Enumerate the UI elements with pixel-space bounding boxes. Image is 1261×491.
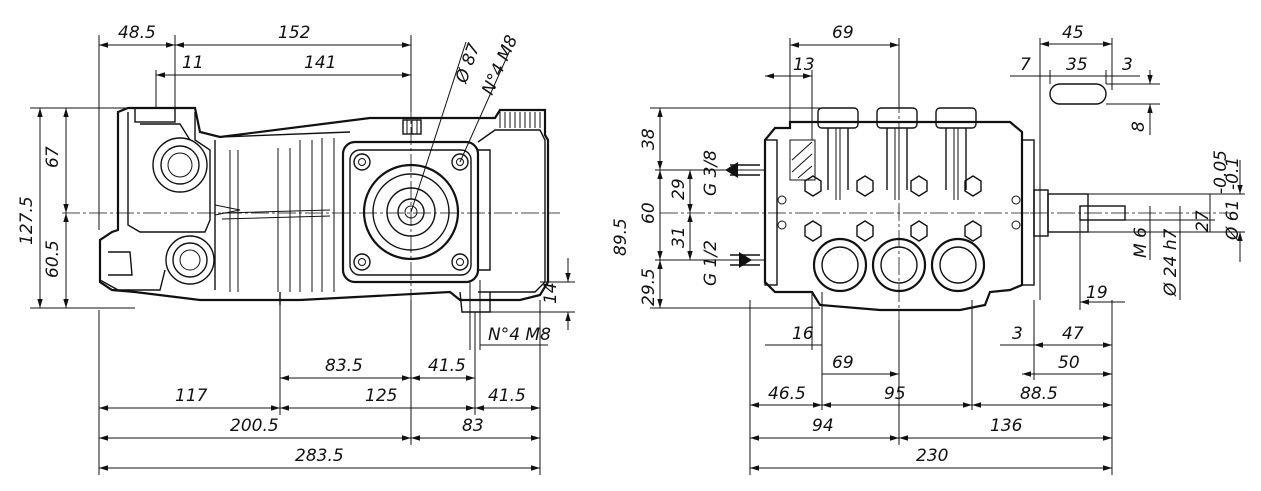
- dim-16: 16: [792, 324, 814, 344]
- dim-200-5: 200.5: [230, 416, 279, 436]
- dim-8: 8: [1129, 121, 1149, 132]
- dim-69-top: 69: [832, 23, 854, 43]
- dim-diameter-61: Ø 61: [1223, 200, 1243, 241]
- tolerance-lower: -0.1: [1223, 157, 1243, 190]
- front-view-pump-body: [725, 83, 1230, 312]
- dim-89-5: 89.5: [611, 218, 631, 256]
- dim-67: 67: [43, 146, 63, 168]
- dim-127-5: 127.5: [17, 196, 37, 245]
- side-view-foot-dimensions: 14 N°4 M8: [469, 258, 575, 350]
- dim-47: 47: [1062, 324, 1084, 344]
- front-view-left-dimensions: 38 89.5 60 29.5 29 31 G 3/8 G 1/2: [611, 107, 820, 309]
- dim-31: 31: [669, 226, 689, 248]
- dim-27: 27: [1193, 210, 1213, 232]
- dim-41-5-b: 41.5: [488, 386, 526, 406]
- dim-13: 13: [793, 55, 815, 75]
- dim-60-5: 60.5: [43, 240, 63, 278]
- dim-19: 19: [1086, 283, 1108, 303]
- dim-152: 152: [278, 23, 310, 43]
- dim-diameter-24-h7: Ø 24 h7: [1161, 228, 1181, 297]
- label-port-g-3-8: G 3/8: [701, 150, 721, 196]
- dim-14: 14: [541, 282, 561, 304]
- dim-83-5: 83.5: [325, 356, 363, 376]
- side-view-left-dimensions: 127.5 67 60.5: [17, 107, 135, 309]
- dim-60-front: 60: [639, 202, 659, 224]
- side-view-pump-body: [98, 106, 550, 313]
- dim-83: 83: [462, 416, 484, 436]
- tolerance-upper: -0.05: [1211, 150, 1231, 194]
- dim-88-5: 88.5: [1020, 384, 1058, 404]
- side-view-bottom-dimensions: 83.5 41.5 117 125 41.5 200.5 83 283.5: [98, 300, 541, 475]
- dim-117: 117: [175, 386, 208, 406]
- dim-41-5-a: 41.5: [428, 356, 466, 376]
- label-diameter-87: Ø 87: [452, 41, 485, 87]
- dim-3-bottom: 3: [1012, 324, 1023, 344]
- side-view: 48.5 152 11 141 Ø 87 N°4 M8 127.5 67 60.…: [17, 23, 575, 475]
- label-m6: M 6: [1131, 227, 1151, 258]
- dim-3-top: 3: [1122, 55, 1133, 75]
- dim-45: 45: [1062, 23, 1084, 43]
- dim-35: 35: [1066, 55, 1088, 75]
- front-view-top-dimensions: 69 13 45 7 35 3 8: [765, 23, 1160, 300]
- dim-141: 141: [304, 53, 336, 73]
- dim-48-5: 48.5: [118, 23, 156, 43]
- dim-38: 38: [639, 128, 659, 150]
- dim-283-5: 283.5: [295, 446, 344, 466]
- front-view-bottom-dimensions: 16 69 3 47 50 46.5 95 88.5 94 136: [749, 292, 1113, 475]
- label-n4-m8-foot: N°4 M8: [488, 325, 551, 345]
- dim-11: 11: [182, 53, 204, 73]
- dim-46-5: 46.5: [768, 384, 806, 404]
- dim-50: 50: [1058, 353, 1080, 373]
- front-view: 69 13 45 7 35 3 8: [611, 23, 1245, 475]
- dim-7: 7: [1020, 55, 1031, 75]
- label-port-g-1-2: G 1/2: [701, 240, 721, 286]
- dim-69-bottom: 69: [832, 353, 854, 373]
- dim-29: 29: [669, 178, 689, 200]
- dim-95: 95: [884, 384, 906, 404]
- dim-230: 230: [916, 446, 948, 466]
- label-n4-m8-top: N°4 M8: [478, 32, 522, 98]
- dim-125: 125: [365, 386, 397, 406]
- dim-29-5: 29.5: [639, 268, 659, 306]
- dim-94: 94: [812, 416, 834, 436]
- front-view-right-dimensions: 27 Ø 61 -0.05 -0.1 M 6 Ø 24 h7 19: [1079, 150, 1245, 310]
- dim-136: 136: [990, 416, 1023, 436]
